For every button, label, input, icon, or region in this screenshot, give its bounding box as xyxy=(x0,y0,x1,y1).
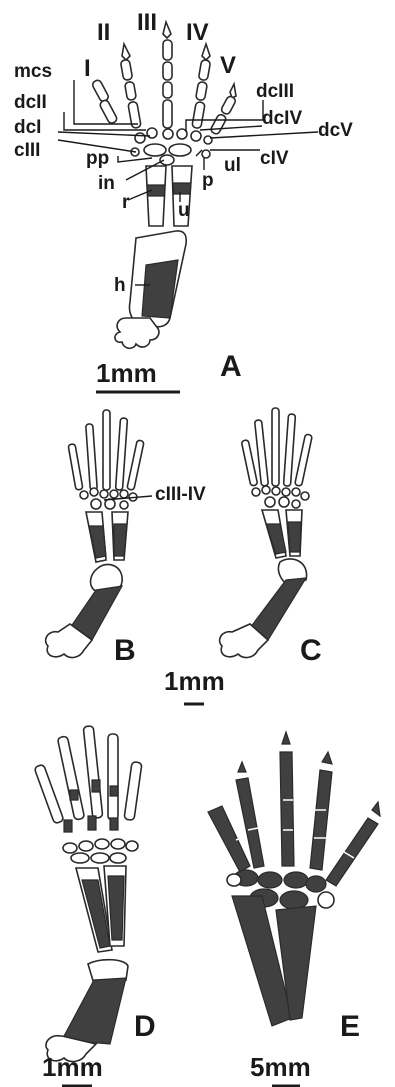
panel-b-humerus xyxy=(46,564,123,657)
digit-label-3: III xyxy=(137,9,157,36)
panel-label-d: D xyxy=(134,1010,156,1043)
panel-c-skeleton xyxy=(220,408,313,657)
panel-e-skeleton xyxy=(208,732,380,1026)
label-dcI: dcI xyxy=(14,117,41,138)
panel-e-digits xyxy=(208,732,380,886)
label-dcIV: dcIV xyxy=(262,108,302,129)
label-u: u xyxy=(178,200,190,221)
label-p: p xyxy=(202,170,214,191)
panel-e-forearm xyxy=(232,896,316,1026)
label-r: r xyxy=(122,192,130,213)
digit-1 xyxy=(91,79,118,125)
panel-b-digits xyxy=(68,410,144,490)
panel-label-b: B xyxy=(114,634,136,667)
label-cIV: cIV xyxy=(260,148,289,169)
digit-label-4: IV xyxy=(186,19,209,46)
panel-c-digits xyxy=(241,408,312,486)
scale-label-bc: 1mm xyxy=(164,666,225,696)
panel-c-forearm xyxy=(262,510,302,558)
label-mcs: mcs xyxy=(14,61,52,82)
panel-d-carpals xyxy=(63,839,138,863)
label-dcIII: dcIII xyxy=(256,81,294,102)
scale-label-a: 1mm xyxy=(96,358,157,388)
panel-label-a: A xyxy=(220,350,242,383)
label-h: h xyxy=(114,275,126,296)
label-dcII: dcII xyxy=(14,92,47,113)
panel-b-forearm xyxy=(86,512,128,562)
panel-d-forearm xyxy=(76,866,126,952)
digit-3 xyxy=(163,22,172,128)
digit-label-5: V xyxy=(220,52,236,79)
scale-label-d: 1mm xyxy=(42,1052,103,1082)
panel-label-c: C xyxy=(300,634,322,667)
panel-c-carpals xyxy=(252,486,309,508)
digit-label-2: II xyxy=(97,19,110,46)
label-in: in xyxy=(98,173,115,194)
label-dcV: dcV xyxy=(318,120,353,141)
label-pp: pp xyxy=(86,148,109,169)
digit-label-1: I xyxy=(84,55,91,82)
panel-c-humerus xyxy=(220,559,307,658)
panel-d-skeleton xyxy=(34,726,142,1062)
label-ul: ul xyxy=(224,155,241,176)
panel-d-digits xyxy=(34,726,142,832)
panel-d-humerus xyxy=(46,960,128,1062)
panel-label-e: E xyxy=(340,1010,360,1043)
digit-2 xyxy=(120,44,141,128)
panel-b-skeleton xyxy=(46,410,145,657)
digit-4 xyxy=(192,44,211,129)
panel-a-labels: I II III IV V mcs dcII dcI cIII pp in r … xyxy=(14,9,353,392)
label-cIII: cIII xyxy=(14,140,40,161)
scale-label-e: 5mm xyxy=(250,1052,311,1082)
label-cIII-IV: cIII-IV xyxy=(155,484,206,505)
